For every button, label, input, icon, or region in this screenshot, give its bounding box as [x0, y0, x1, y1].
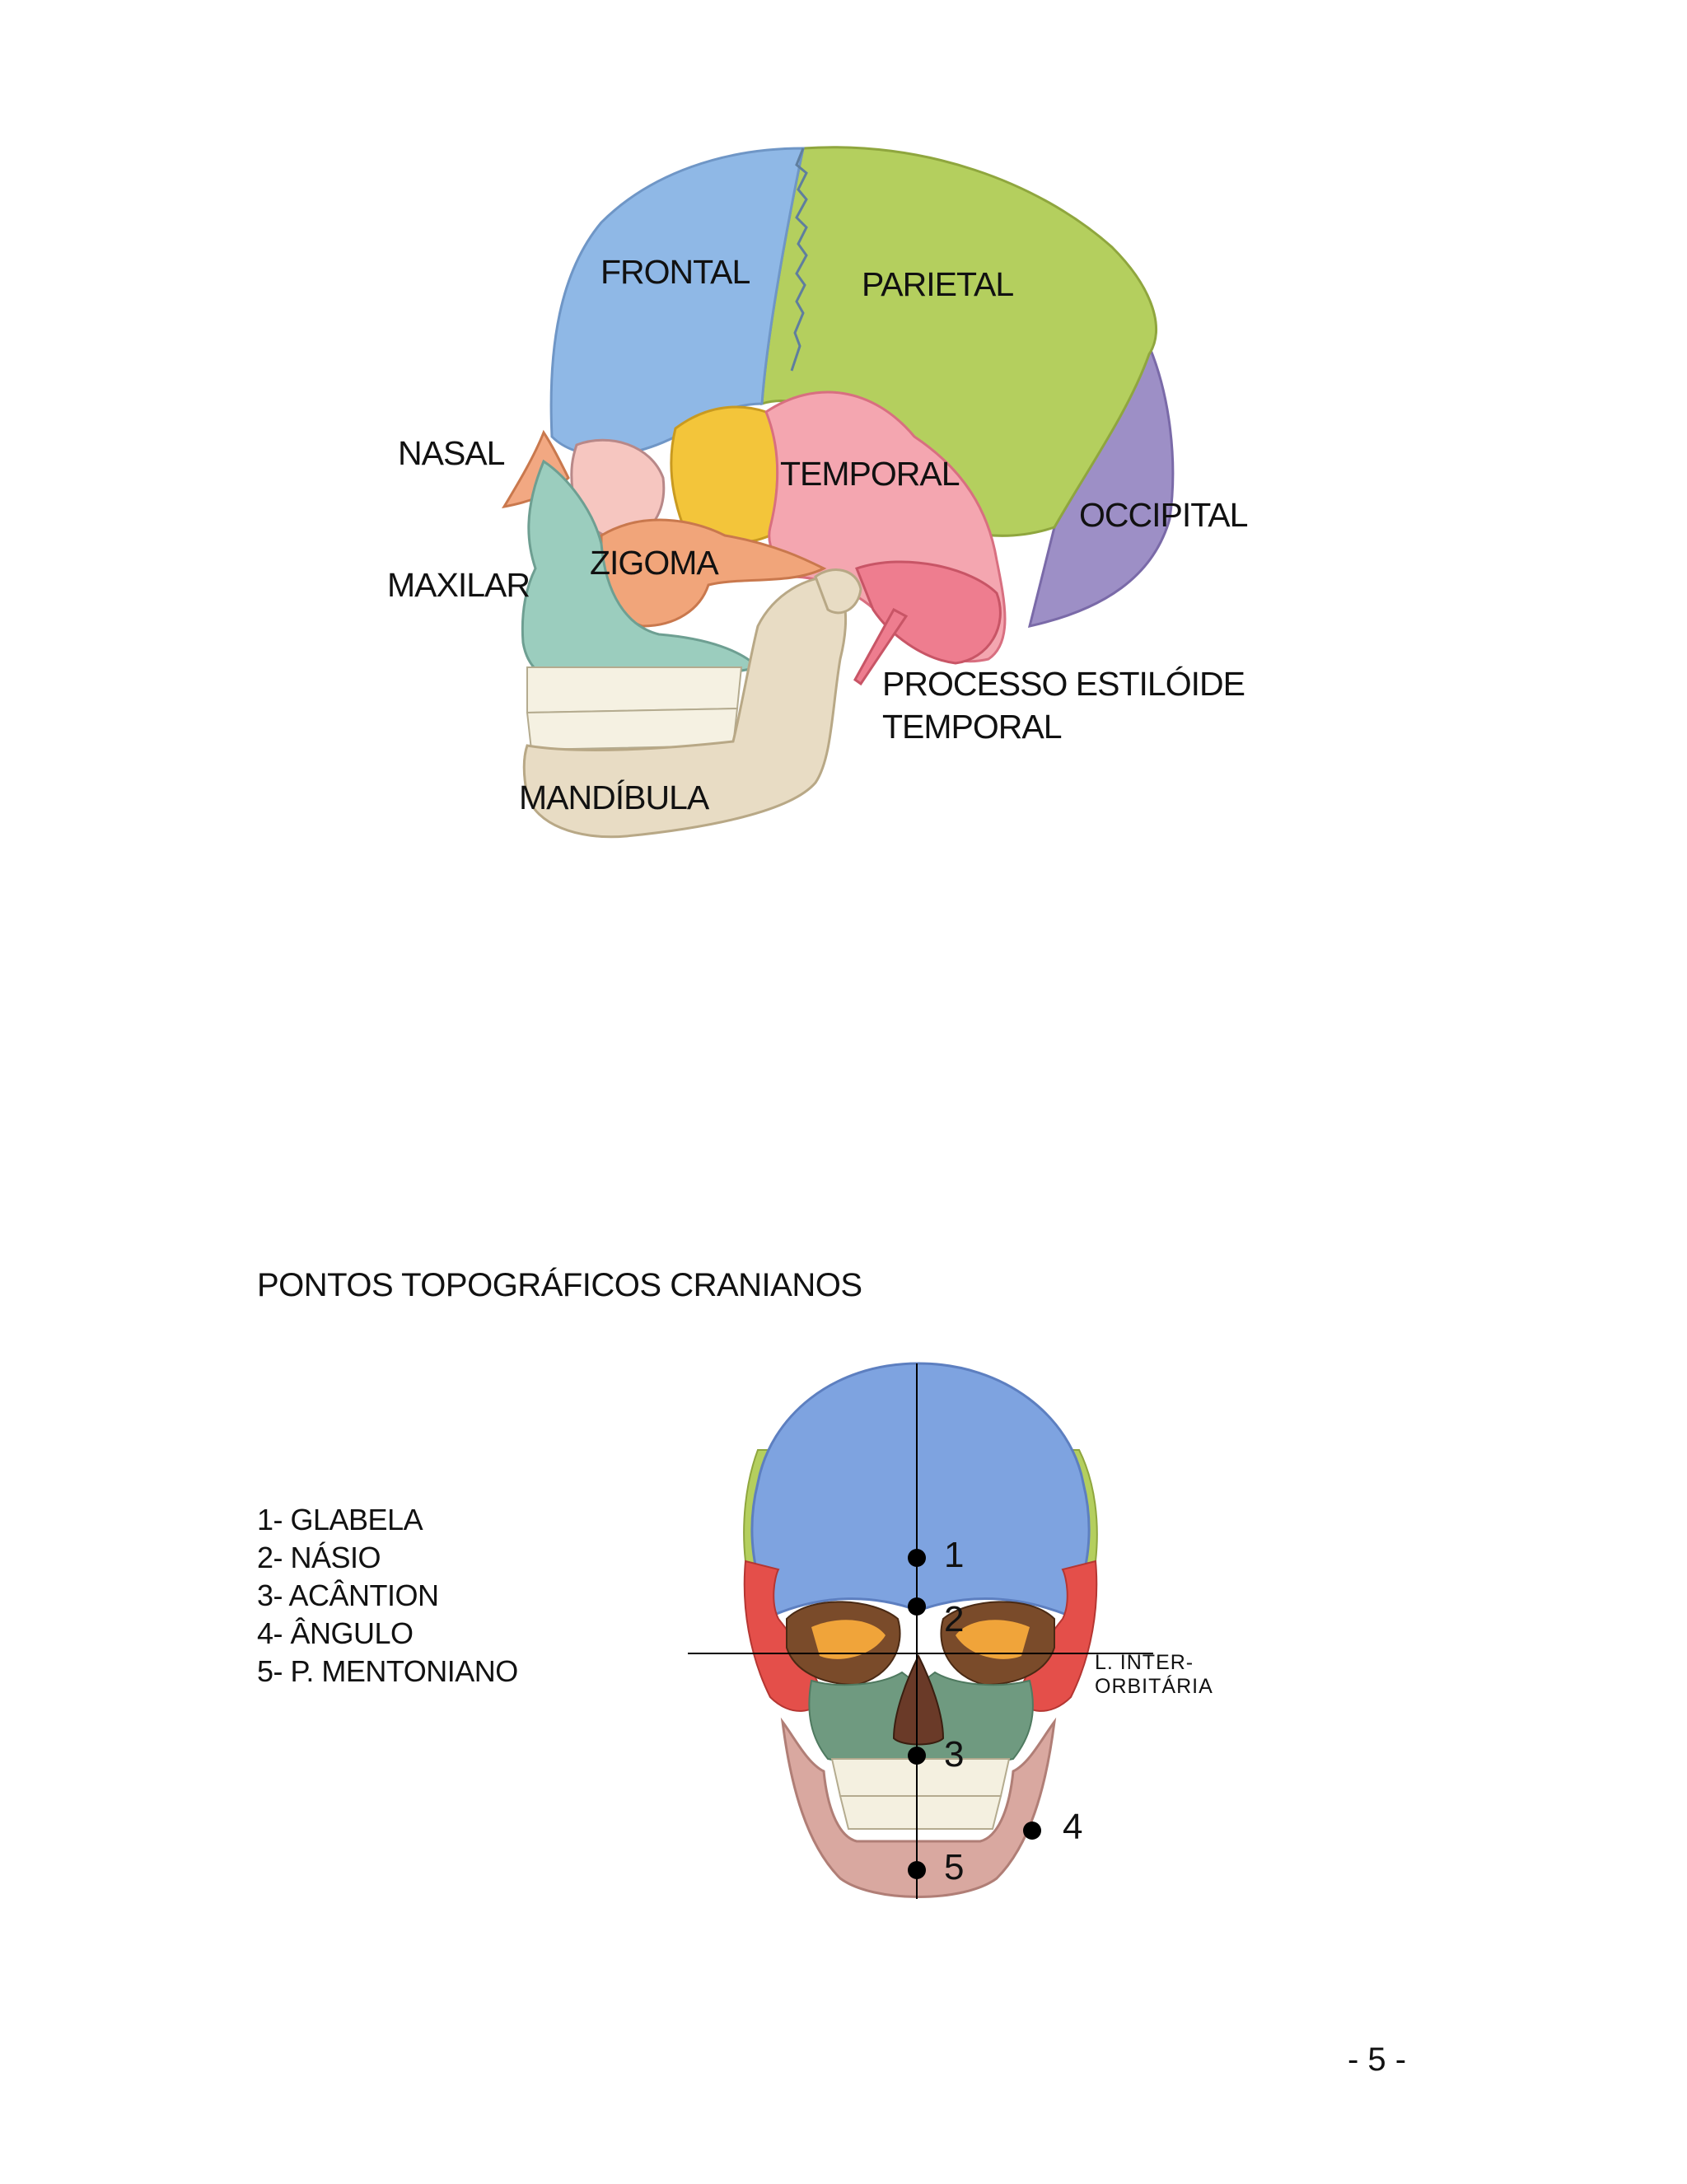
- orbit-left-sphenoid: [811, 1620, 886, 1659]
- label-temporal: TEMPORAL: [780, 455, 960, 493]
- label-frontal: FRONTAL: [600, 253, 750, 291]
- coronal-suture: [790, 147, 808, 372]
- interorbital-label-line2: ORBITÁRIA: [1095, 1675, 1213, 1698]
- interorbital-label: L. INTER- ORBITÁRIA: [1095, 1651, 1213, 1699]
- point-angulo: [1023, 1822, 1041, 1840]
- point-glabela: [908, 1549, 926, 1567]
- point-acantion: [908, 1747, 926, 1765]
- styloid-process: [853, 607, 909, 686]
- label-nasal: NASAL: [398, 434, 505, 472]
- mandible-bone: [780, 1717, 1057, 1898]
- point-number: 1: [944, 1535, 965, 1575]
- point-number: 4: [1063, 1807, 1083, 1847]
- upper-teeth: [830, 1758, 1011, 1797]
- label-processo-line1: PROCESSO ESTILÓIDE: [882, 665, 1245, 703]
- point-nasio: [908, 1597, 926, 1616]
- label-occipital: OCCIPITAL: [1079, 496, 1248, 534]
- label-parietal: PARIETAL: [862, 265, 1014, 303]
- label-zigoma: ZIGOMA: [590, 544, 719, 582]
- orbit-right-sphenoid: [956, 1620, 1030, 1659]
- mandible-condyle: [814, 568, 862, 615]
- landmark-legend: 1- GLABELA 2- NÁSIO 3- ACÂNTION 4- ÂNGUL…: [257, 1501, 518, 1691]
- frontal-bone: [750, 1362, 1091, 1616]
- legend-item: 2- NÁSIO: [257, 1541, 381, 1574]
- page-number: - 5 -: [1348, 2041, 1407, 2078]
- label-processo-line2: TEMPORAL: [882, 708, 1063, 746]
- point-number: 5: [944, 1847, 965, 1887]
- mandible-bone: [522, 575, 847, 839]
- nasal-cavity: [892, 1653, 945, 1746]
- legend-item: 4- ÂNGULO: [257, 1616, 414, 1650]
- legend-item: 5- P. MENTONIANO: [257, 1654, 518, 1688]
- lower-teeth: [839, 1795, 1002, 1830]
- section-title: PONTOS TOPOGRÁFICOS CRANIANOS: [257, 1267, 862, 1303]
- point-mentoniano: [908, 1861, 926, 1879]
- interorbital-label-line1: L. INTER-: [1095, 1651, 1194, 1674]
- point-number: 3: [944, 1734, 965, 1775]
- label-maxilar: MAXILAR: [387, 566, 530, 604]
- point-number: 2: [944, 1599, 965, 1639]
- mastoid-process: [855, 560, 1002, 665]
- label-mandibula: MANDÍBULA: [519, 779, 709, 816]
- legend-item: 3- ACÂNTION: [257, 1578, 439, 1612]
- legend-item: 1- GLABELA: [257, 1503, 423, 1536]
